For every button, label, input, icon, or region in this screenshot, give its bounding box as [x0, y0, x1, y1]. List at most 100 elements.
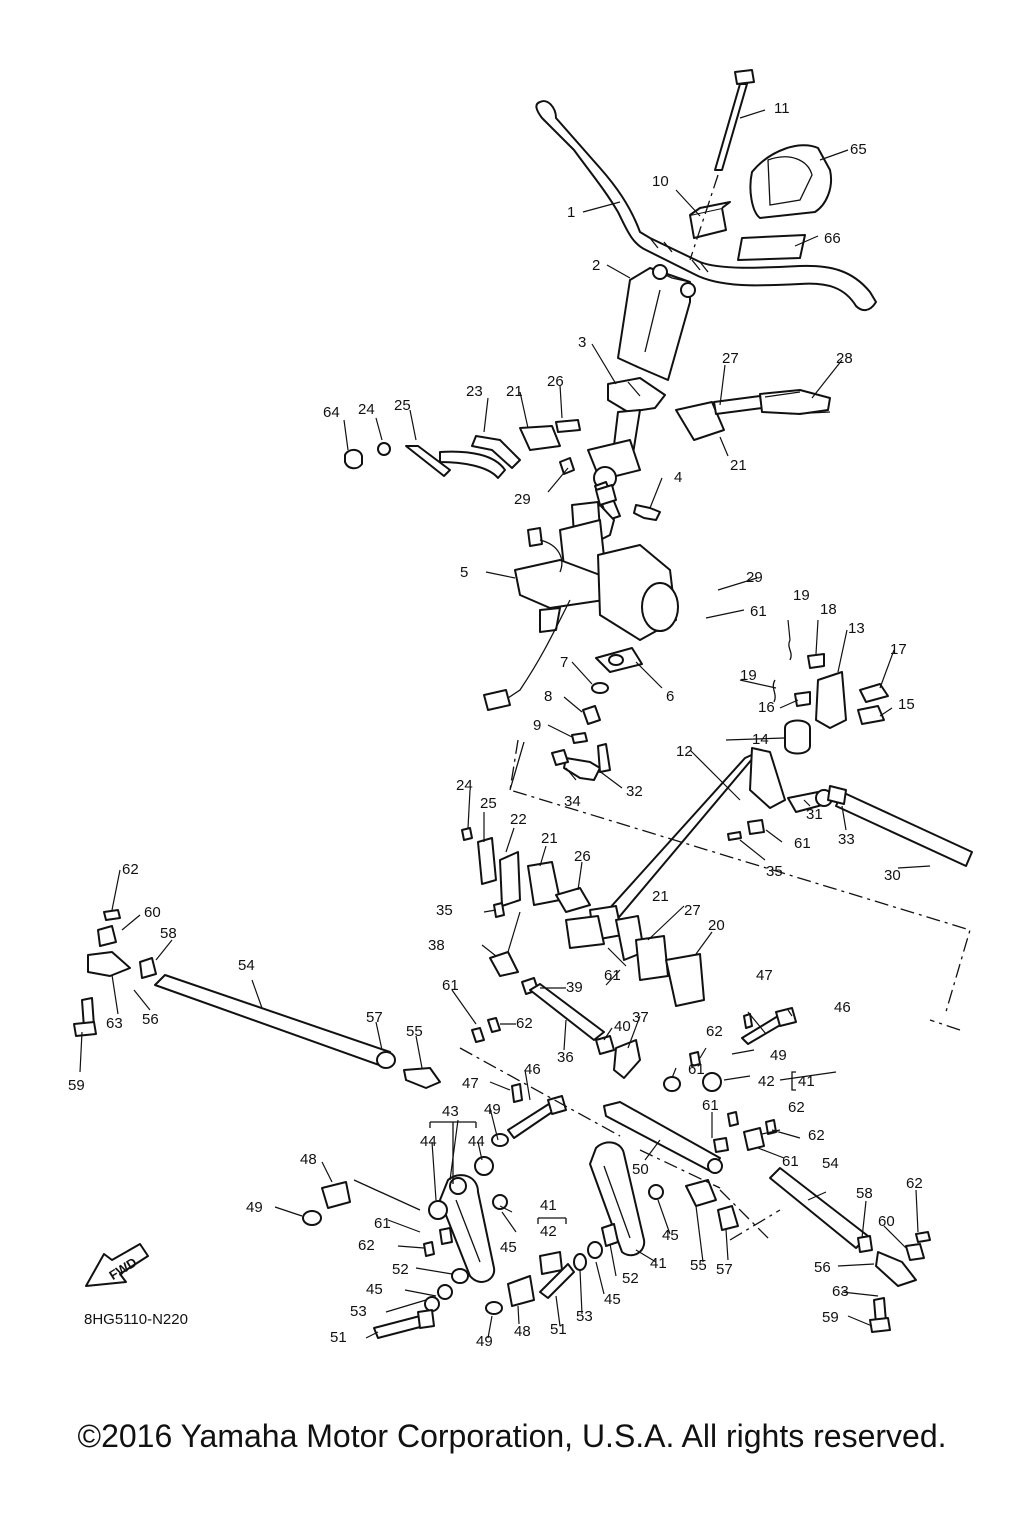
bracket-13 [772, 639, 889, 729]
callout-7: 7 [560, 654, 568, 671]
group-brackets [429, 1071, 796, 1224]
callout-57a: 57 [366, 1009, 383, 1026]
callout-66: 66 [824, 230, 841, 247]
callout-62a: 62 [122, 861, 139, 878]
callout-43: 43 [442, 1103, 459, 1120]
callout-12: 12 [676, 743, 693, 760]
callout-40: 40 [614, 1018, 631, 1035]
callout-56b: 56 [814, 1259, 831, 1276]
callout-13: 13 [848, 620, 865, 637]
callout-62b: 62 [516, 1015, 533, 1032]
callout-41a: 41 [540, 1197, 557, 1214]
callout-59b: 59 [822, 1309, 839, 1326]
callout-60a: 60 [144, 904, 161, 921]
callout-1: 1 [567, 204, 575, 221]
handlebar-pad [749, 144, 832, 219]
callout-24b: 24 [456, 777, 473, 794]
mid-left-arm [461, 827, 705, 1007]
callout-49c: 49 [770, 1047, 787, 1064]
top-right-linkage [675, 389, 831, 441]
callout-34: 34 [564, 793, 581, 810]
callout-52b: 52 [622, 1270, 639, 1287]
callout-58b: 58 [856, 1185, 873, 1202]
callout-14: 14 [752, 731, 769, 748]
callout-9: 9 [533, 717, 541, 734]
callout-47a: 47 [462, 1075, 479, 1092]
callout-21b: 21 [730, 457, 747, 474]
callout-39: 39 [566, 979, 583, 996]
callout-42b: 42 [758, 1073, 775, 1090]
callout-35b: 35 [436, 902, 453, 919]
callout-6: 6 [666, 688, 674, 705]
callout-36: 36 [557, 1049, 574, 1066]
rod-30 [827, 785, 973, 867]
bracket-6 [595, 647, 643, 673]
callout-19a: 19 [793, 587, 810, 604]
callout-44a: 44 [420, 1133, 437, 1150]
callout-51b: 51 [550, 1321, 567, 1338]
callout-17: 17 [890, 641, 907, 658]
callout-63b: 63 [832, 1283, 849, 1300]
callout-18: 18 [820, 601, 837, 618]
callout-42a: 42 [540, 1223, 557, 1240]
bolt-4 [633, 504, 661, 521]
tie-rod-left [154, 974, 501, 1089]
callout-53a: 53 [350, 1303, 367, 1320]
callout-22: 22 [510, 811, 527, 828]
callout-61b: 61 [794, 835, 811, 852]
callout-61d: 61 [442, 977, 459, 994]
callout-50: 50 [632, 1161, 649, 1178]
callout-61g: 61 [782, 1153, 799, 1170]
tie-rod-right [685, 1167, 931, 1333]
bushings-lower-right [485, 1184, 664, 1315]
callout-26b: 26 [574, 848, 591, 865]
callout-38: 38 [428, 937, 445, 954]
callout-61h: 61 [374, 1215, 391, 1232]
leader-lines [79, 109, 931, 1339]
callout-57b: 57 [716, 1261, 733, 1278]
callout-29a: 29 [514, 491, 531, 508]
callout-51a: 51 [330, 1329, 347, 1346]
callout-21a: 21 [506, 383, 523, 400]
callout-45a: 45 [366, 1281, 383, 1298]
callout-15: 15 [898, 696, 915, 713]
pitman-arm-left [439, 1174, 496, 1283]
callout-2: 2 [592, 257, 600, 274]
callout-23: 23 [466, 383, 483, 400]
callout-25b: 25 [480, 795, 497, 812]
rod-end-37 [613, 1039, 641, 1079]
callout-62e: 62 [808, 1127, 825, 1144]
pins-35-38-39 [489, 902, 539, 995]
callout-32: 32 [626, 783, 643, 800]
callout-11: 11 [774, 100, 790, 117]
callout-53b: 53 [576, 1308, 593, 1325]
collar-14 [784, 719, 811, 755]
callout-65: 65 [850, 141, 867, 158]
callout-20: 20 [708, 917, 725, 934]
callout-21d: 21 [652, 888, 669, 905]
callout-61e: 61 [688, 1061, 705, 1078]
drawing-code: 8HG5110-N220 [84, 1311, 188, 1328]
column-cover [617, 264, 696, 381]
callout-56a: 56 [142, 1011, 159, 1028]
callout-45b: 45 [500, 1239, 517, 1256]
callout-49a: 49 [246, 1199, 263, 1216]
callout-33: 33 [838, 831, 855, 848]
copyright-notice: ©2016 Yamaha Motor Corporation, U.S.A. A… [77, 1418, 947, 1454]
callout-3: 3 [578, 334, 586, 351]
bolt-46-left [507, 1083, 567, 1139]
callout-37: 37 [632, 1009, 649, 1026]
callout-48a: 48 [300, 1151, 317, 1168]
callout-labels: 1 2 3 4 5 6 7 8 9 10 11 12 13 14 15 16 1… [68, 100, 923, 1350]
long-bolt [689, 69, 755, 261]
callout-52a: 52 [392, 1261, 409, 1278]
callout-60b: 60 [878, 1213, 895, 1230]
callout-47b: 47 [756, 967, 773, 984]
callout-55a: 55 [406, 1023, 423, 1040]
shaft-36 [529, 983, 615, 1055]
callout-58a: 58 [160, 925, 177, 942]
callout-10: 10 [652, 173, 669, 190]
callout-24a: 24 [358, 401, 375, 418]
handlebar [535, 100, 877, 312]
callout-62c: 62 [706, 1023, 723, 1040]
